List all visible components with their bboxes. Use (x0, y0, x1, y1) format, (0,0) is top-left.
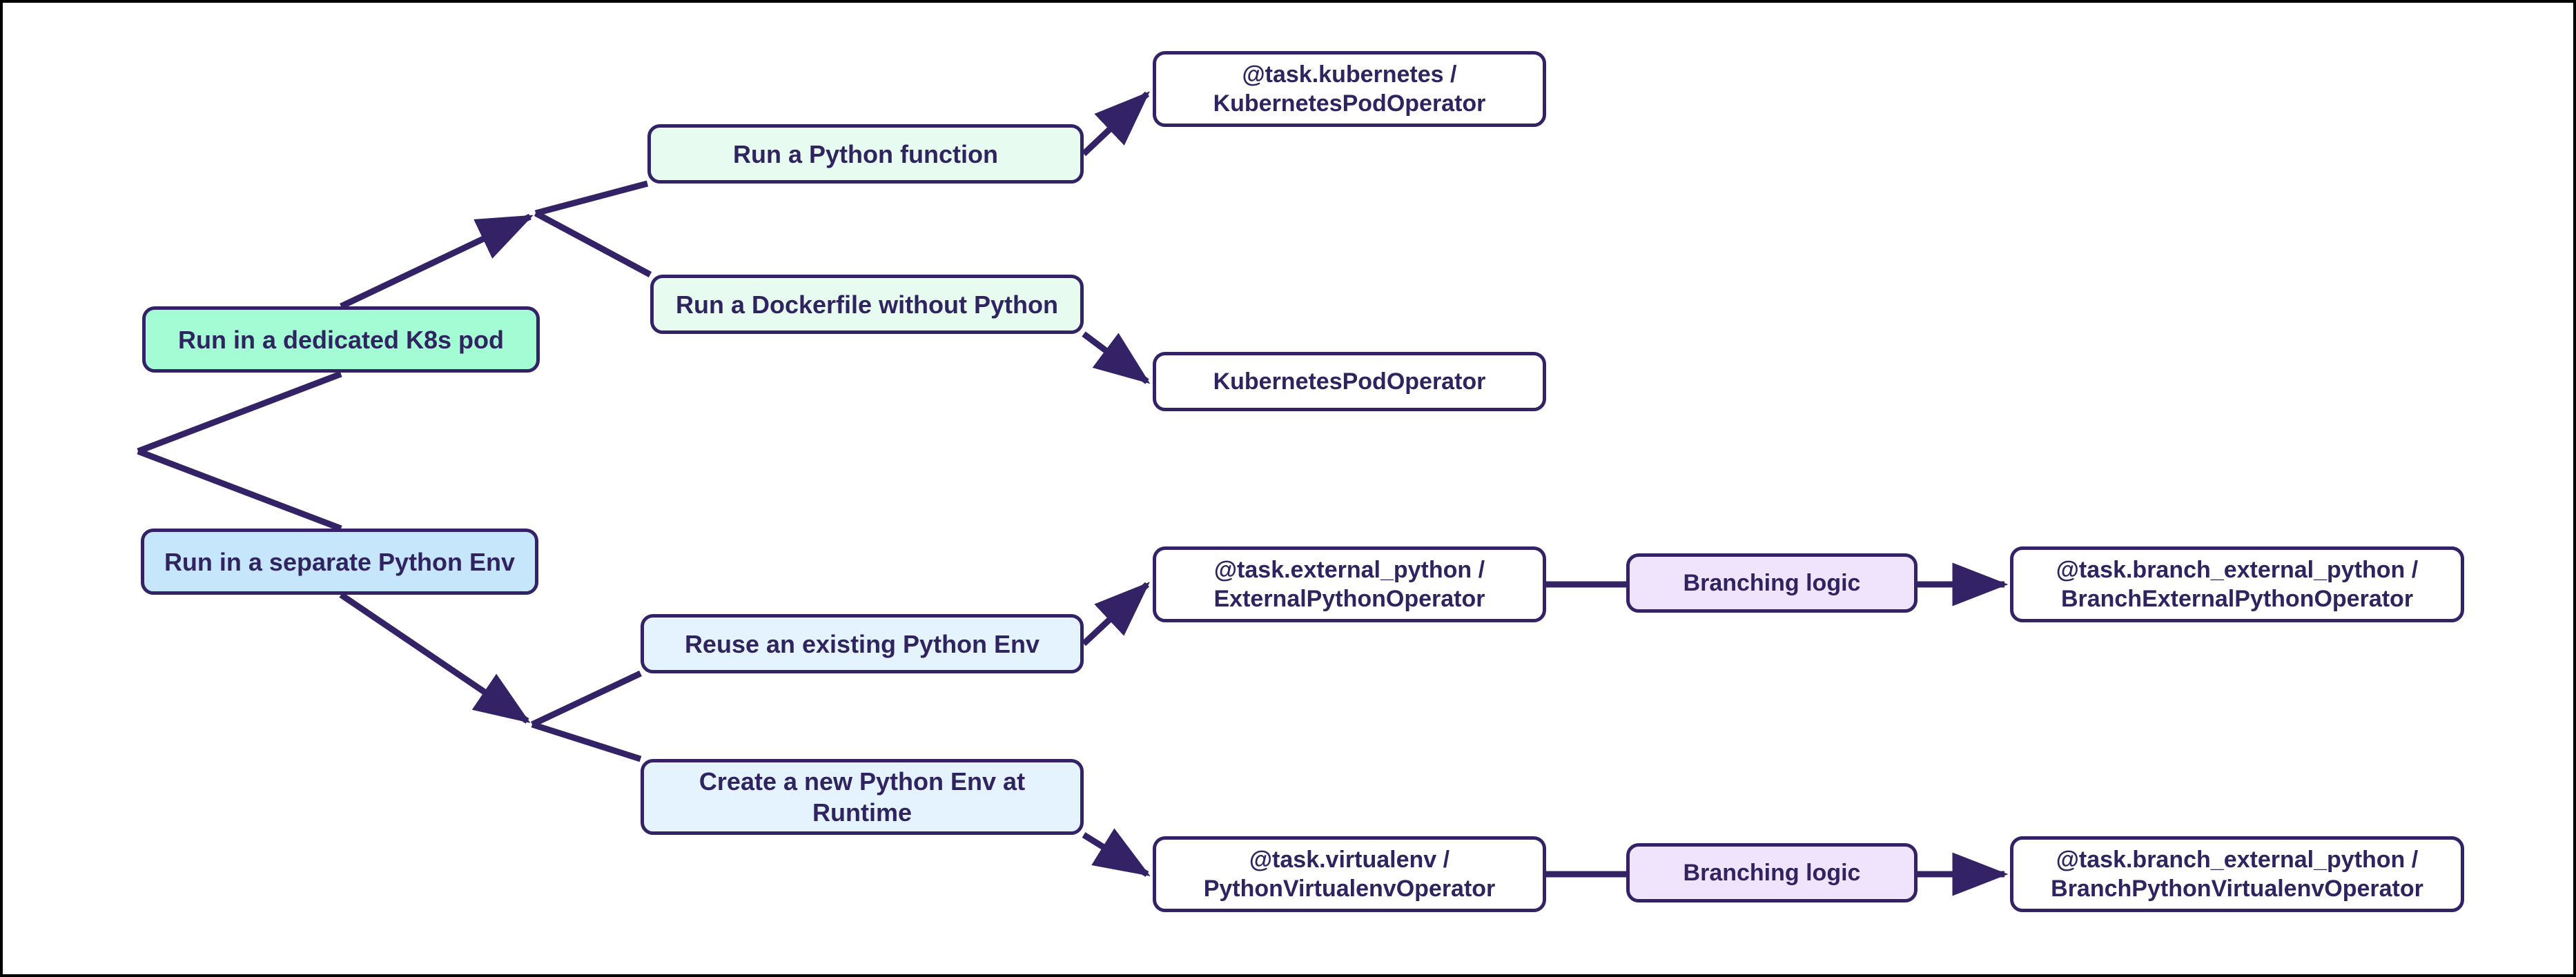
node-branch-python-virtualenv-operator[interactable]: @task.branch_external_python / BranchPyt… (2010, 836, 2464, 912)
node-run-a-python-function[interactable]: Run a Python function (647, 124, 1084, 184)
node-kubernetes-pod-operator[interactable]: KubernetesPodOperator (1153, 352, 1546, 411)
node-reuse-an-existing-python-env[interactable]: Reuse an existing Python Env (641, 614, 1084, 673)
node-run-in-separate-python-env[interactable]: Run in a separate Python Env (141, 529, 538, 595)
node-branch-external-python-operator[interactable]: @task.branch_external_python / BranchExt… (2010, 546, 2464, 622)
edge-root-to-k8s-pod (137, 371, 342, 455)
node-create-a-new-python-env-at-runtime[interactable]: Create a new Python Env at Runtime (641, 759, 1084, 835)
node-task-external-python-operator[interactable]: @task.external_python / ExternalPythonOp… (1153, 546, 1546, 622)
edge-reuse-to-external-python (1081, 582, 1150, 647)
edge-root-to-separate-python (137, 448, 342, 532)
edge-k8ssplit-to-dockerfile (534, 210, 652, 277)
node-task-kubernetes-operator[interactable]: @task.kubernetes / KubernetesPodOperator (1153, 51, 1546, 127)
node-task-virtualenv-operator[interactable]: @task.virtualenv / PythonVirtualenvOpera… (1153, 836, 1546, 912)
edge-pyenv-to-branchpoint (339, 592, 531, 724)
node-branching-logic-virtualenv[interactable]: Branching logic (1626, 843, 1918, 902)
node-run-in-dedicated-k8s-pod[interactable]: Run in a dedicated K8s pod (142, 306, 540, 373)
edge-dockerfile-to-k8s-operator (1082, 331, 1151, 384)
edge-python-fn-to-task-k8s (1081, 91, 1150, 157)
edge-k8ssplit-to-python-fn (534, 180, 649, 217)
edge-pyenvsplit-to-create (531, 721, 642, 762)
node-branching-logic-external[interactable]: Branching logic (1626, 553, 1918, 613)
edge-layer (137, 91, 2009, 896)
edge-create-to-virtualenv (1082, 828, 1151, 877)
edge-k8s-to-branchpoint (340, 213, 534, 310)
node-run-a-dockerfile-without-python[interactable]: Run a Dockerfile without Python (650, 275, 1084, 334)
edge-pyenvsplit-to-reuse (531, 670, 642, 728)
